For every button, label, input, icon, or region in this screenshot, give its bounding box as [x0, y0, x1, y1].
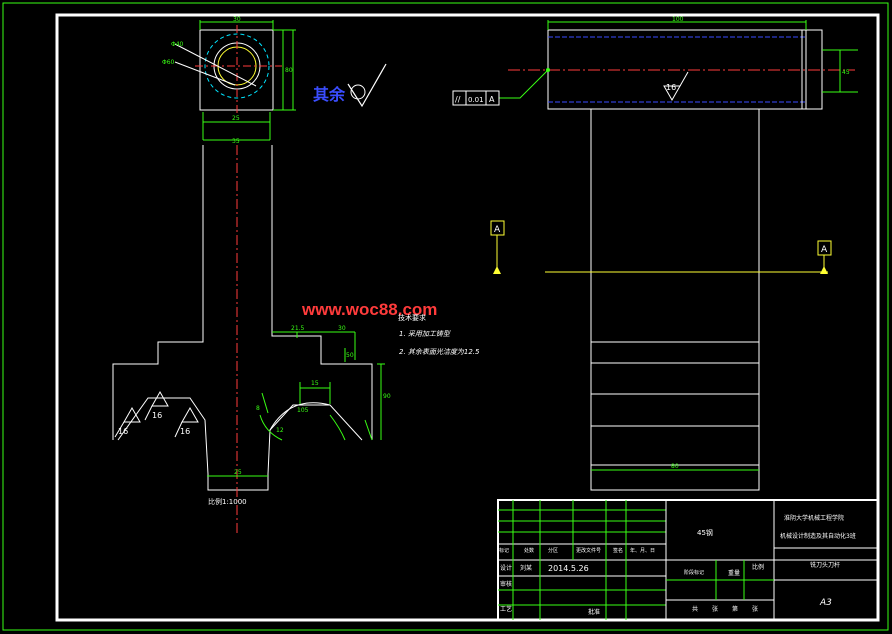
dim-d60: Φ60: [162, 59, 175, 66]
tb-project: 机械设计制造及其自动化3班: [780, 532, 856, 540]
fork-dimensions: [207, 331, 385, 477]
dim-215: 21.5: [291, 325, 305, 332]
tech-req-item-1: 1. 采用加工铸型: [399, 330, 451, 338]
tb-rev-header-1: 标记: [499, 547, 509, 554]
tb-sheet-no-label: 第: [732, 605, 738, 613]
tb-sheet-no-unit: 张: [752, 605, 758, 613]
tol-value: 0.01: [468, 96, 484, 104]
dim-stem-25: 25: [232, 115, 240, 122]
title-block: [497, 499, 879, 621]
right-top-view: [499, 20, 858, 110]
dim-top-width: 30: [233, 16, 241, 23]
tolerance-frame: [452, 90, 500, 106]
tb-rev-header-6: 年、月、日: [630, 547, 655, 554]
roughness-16-b: 16: [152, 411, 162, 420]
dim-50: 50: [346, 352, 354, 359]
section-label-a-left: A: [494, 225, 501, 235]
roughness-symbol-main: [347, 63, 387, 108]
tb-drawing-name: 铣刀头刀杆: [810, 561, 840, 569]
right-lower-body: [545, 109, 828, 491]
tb-material: 45钢: [697, 528, 713, 537]
dim-30: 30: [338, 325, 346, 332]
tb-company: 淮阴大学机械工程学院: [784, 514, 844, 522]
tol-datum: A: [489, 95, 495, 104]
tb-designer: 刘某: [520, 564, 532, 572]
tech-req-title: 技术要求: [398, 313, 426, 322]
dim-90: 90: [383, 393, 391, 400]
dim-base-25: 25: [234, 469, 242, 476]
dim-15: 15: [311, 380, 319, 387]
dim-bottom-80: 80: [671, 463, 679, 470]
tb-sheet-total-label: 共: [692, 605, 698, 613]
tb-sheet-size: A3: [819, 598, 832, 608]
tb-row-approve: 批准: [588, 608, 600, 616]
tb-rev-header-2: 处数: [524, 547, 534, 554]
watermark: www.woc88.com: [301, 300, 437, 319]
tb-row-process: 工艺: [500, 605, 512, 613]
section-marker-a-right: [817, 240, 832, 274]
tb-stage-label: 阶段标记: [684, 569, 704, 576]
dim-8: 8: [256, 405, 260, 412]
dim-side-h: 80: [285, 67, 293, 74]
tol-symbol: //: [455, 95, 461, 104]
tb-row-audit: 审核: [500, 580, 512, 588]
section-label-a-right: A: [821, 245, 828, 255]
inner-frame: [55, 13, 880, 622]
left-top-block: [174, 20, 296, 141]
left-fork-body: [112, 145, 373, 535]
scale-note: 比例1:1000: [208, 497, 247, 506]
tb-rev-header-3: 分区: [548, 547, 558, 554]
dim-r12: 12: [276, 427, 284, 434]
roughness-16-right: 16: [666, 83, 676, 92]
tb-scale-label: 比例: [752, 563, 764, 571]
dim-right-top: 100: [672, 16, 684, 23]
dim-d40: Φ40: [171, 41, 184, 48]
roughness-16-c: 16: [180, 427, 190, 436]
tb-sheet-total-unit: 张: [712, 605, 718, 613]
surface-note: 其余: [313, 85, 346, 104]
tb-rev-header-4: 更改文件号: [576, 547, 601, 554]
tech-req-item-2: 2. 其余表面光洁度为12.5: [399, 348, 480, 356]
tb-rev-header-5: 签名: [613, 547, 623, 554]
roughness-markers-fork: [114, 390, 199, 438]
tb-date: 2014.5.26: [548, 564, 589, 573]
section-marker-a-left: [490, 220, 505, 274]
tb-weight-label: 重量: [728, 569, 740, 577]
dim-r105: 105: [297, 407, 309, 414]
tb-design-label: 设计: [500, 564, 512, 572]
dim-right-side: 45: [842, 69, 850, 76]
roughness-16-a: 16: [118, 427, 128, 436]
dim-stem-35: 35: [232, 138, 240, 145]
roughness-symbol-right: [663, 71, 689, 102]
